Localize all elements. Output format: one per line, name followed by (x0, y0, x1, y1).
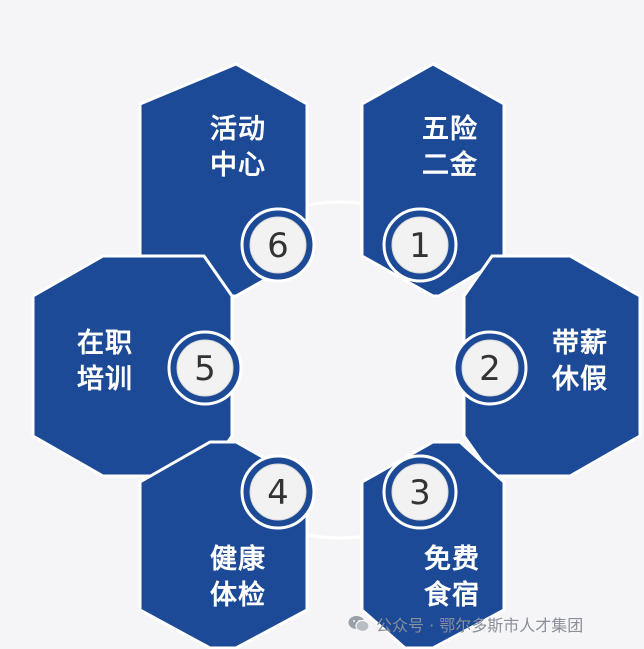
wechat-icon (348, 615, 370, 633)
number-badge-5 (176, 339, 234, 397)
number-3: 3 (409, 473, 431, 513)
segment-6-label-line1: 活动 (210, 114, 266, 145)
number-5: 5 (194, 349, 216, 389)
segment-1: 五险 二金 1 (360, 62, 506, 298)
number-badge-6 (249, 216, 307, 274)
number-badge-1 (391, 216, 449, 274)
segment-1-label-line1: 五险 (422, 113, 478, 145)
segment-2-label-line2: 休假 (551, 364, 608, 395)
segment-4-label-line1: 健康 (210, 543, 266, 575)
segment-3: 免费 食宿 3 (360, 440, 506, 649)
hexagon-2 (462, 254, 642, 478)
watermark-text: 公众号 · 鄂尔多斯市人才集团 (376, 616, 584, 635)
segment-1-label-line2: 二金 (422, 149, 478, 181)
segment-4: 健康 体检 4 (138, 440, 316, 649)
hexagon-5 (31, 254, 234, 478)
watermark: 公众号 · 鄂尔多斯市人才集团 (348, 610, 583, 638)
number-2: 2 (479, 349, 501, 389)
segment-6-label-line2: 中心 (210, 150, 266, 181)
number-1: 1 (409, 226, 431, 266)
segment-5-label-line2: 培训 (77, 364, 133, 395)
number-6: 6 (267, 226, 289, 266)
segment-2-label-line1: 带薪 (552, 328, 608, 359)
segment-4-label-line2: 体检 (210, 579, 266, 611)
segment-2: 带薪 休假 2 (452, 254, 642, 478)
number-badge-2 (461, 339, 519, 397)
number-4: 4 (267, 473, 289, 513)
segment-3-label-line1: 免费 (424, 544, 480, 575)
segment-5: 在职 培训 5 (31, 254, 243, 478)
segment-5-label-line1: 在职 (77, 328, 133, 359)
segment-6: 活动 中心 6 (138, 62, 316, 298)
number-badge-4 (249, 463, 307, 521)
number-badge-3 (391, 463, 449, 521)
segment-3-label-line2: 食宿 (424, 579, 480, 611)
